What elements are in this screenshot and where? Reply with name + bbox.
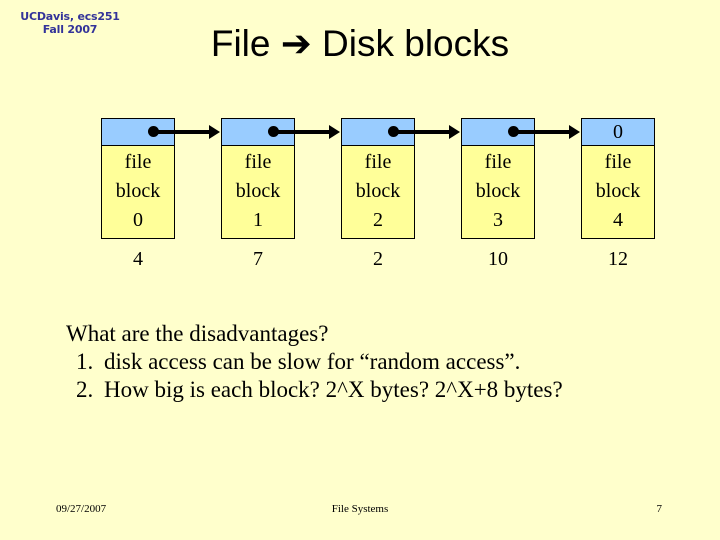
block-label-line1: file bbox=[124, 151, 152, 173]
block-label-line2: block bbox=[595, 180, 641, 202]
block-label-line2: block bbox=[235, 180, 281, 202]
file-block-unit: file block 3 10 bbox=[461, 118, 535, 270]
footer-title: File Systems bbox=[331, 503, 389, 515]
body-list-item: 2. How big is each block? 2^X bytes? 2^X+… bbox=[66, 376, 686, 404]
block-label-line2: block bbox=[115, 180, 161, 202]
block-label: file block 1 bbox=[222, 146, 294, 235]
course-banner-line2: Fall 2007 bbox=[42, 23, 98, 36]
pointer-arrow-line bbox=[393, 130, 449, 134]
body-list-item-text: How big is each block? 2^X bytes? 2^X+8 … bbox=[104, 377, 563, 402]
course-banner: UCDavis, ecs251 Fall 2007 bbox=[0, 10, 140, 36]
block-label: file block 0 bbox=[102, 146, 174, 235]
block-label: file block 3 bbox=[462, 146, 534, 235]
file-block-unit: file block 2 2 bbox=[341, 118, 415, 270]
file-block-box: file block 0 bbox=[101, 118, 175, 239]
course-banner-line1: UCDavis, ecs251 bbox=[20, 10, 120, 23]
slide-footer: 09/27/2007 File Systems 7 bbox=[0, 500, 720, 522]
block-label-line1: file bbox=[604, 151, 632, 173]
pointer-arrow-head-icon bbox=[569, 125, 580, 139]
disk-block-number: 10 bbox=[488, 248, 508, 270]
block-label-line3: 0 bbox=[133, 209, 143, 231]
file-block-box: 0 file block 4 bbox=[581, 118, 655, 239]
file-block-box: file block 3 bbox=[461, 118, 535, 239]
pointer-arrow-line bbox=[153, 130, 209, 134]
block-label-line3: 3 bbox=[493, 209, 503, 231]
disk-block-number: 12 bbox=[608, 248, 628, 270]
body-question: What are the disadvantages? bbox=[66, 321, 329, 346]
page-title: File ➔ Disk blocks bbox=[210, 23, 510, 64]
footer-page-number: 7 bbox=[656, 503, 663, 515]
block-label-line3: 1 bbox=[253, 209, 263, 231]
file-block-box: file block 2 bbox=[341, 118, 415, 239]
block-label-line2: block bbox=[355, 180, 401, 202]
body-list-item-number: 1. bbox=[76, 349, 94, 374]
body-list-item-text: disk access can be slow for “random acce… bbox=[104, 349, 521, 374]
block-label-line1: file bbox=[364, 151, 392, 173]
disk-block-number: 2 bbox=[373, 248, 383, 270]
block-label-line1: file bbox=[484, 151, 512, 173]
pointer-arrow-head-icon bbox=[209, 125, 220, 139]
block-label-line3: 2 bbox=[373, 209, 383, 231]
file-block-unit: file block 0 4 bbox=[101, 118, 175, 270]
block-label: file block 4 bbox=[582, 146, 654, 235]
footer-date: 09/27/2007 bbox=[56, 503, 107, 515]
pointer-arrow-line bbox=[273, 130, 329, 134]
file-block-box: file block 1 bbox=[221, 118, 295, 239]
pointer-arrow-head-icon bbox=[329, 125, 340, 139]
body-list-item-number: 2. bbox=[76, 377, 94, 402]
file-block-unit: 0 file block 4 12 bbox=[581, 118, 655, 270]
pointer-arrow-line bbox=[513, 130, 569, 134]
file-block-chain-diagram: file block 0 4 file block 1 7 file b bbox=[0, 118, 720, 283]
block-label-line1: file bbox=[244, 151, 272, 173]
block-label-line3: 4 bbox=[613, 209, 623, 231]
slide-body: What are the disadvantages? 1. disk acces… bbox=[66, 320, 686, 404]
body-list-item: 1. disk access can be slow for “random ac… bbox=[66, 348, 686, 376]
pointer-arrow-head-icon bbox=[449, 125, 460, 139]
block-label: file block 2 bbox=[342, 146, 414, 235]
block-label-line2: block bbox=[475, 180, 521, 202]
disk-block-number: 4 bbox=[133, 248, 143, 270]
disk-block-number: 7 bbox=[253, 248, 263, 270]
file-block-unit: file block 1 7 bbox=[221, 118, 295, 270]
block-pointer-field: 0 bbox=[582, 119, 654, 146]
